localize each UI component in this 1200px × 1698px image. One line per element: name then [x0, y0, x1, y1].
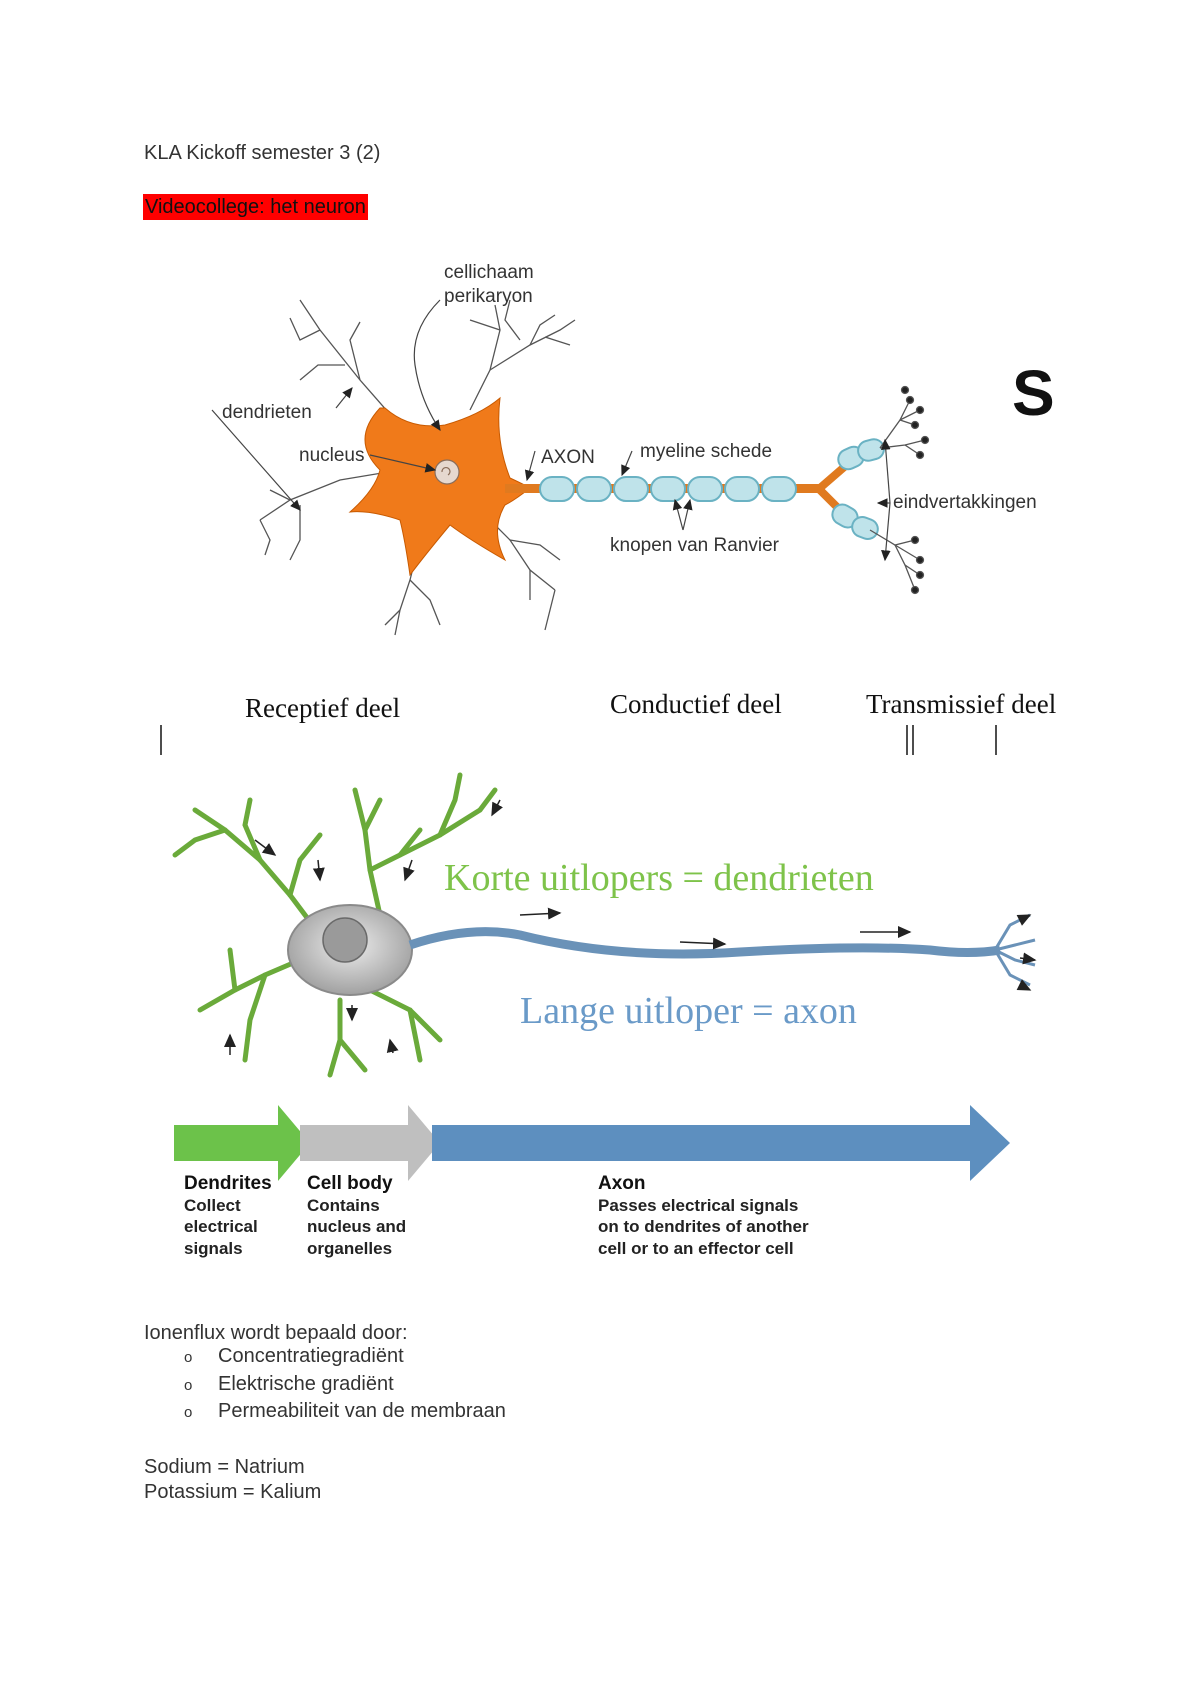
- caption-dendrites-line: signals: [184, 1239, 243, 1258]
- section-heading-highlighted: Videocollege: het neuron: [143, 194, 368, 220]
- caption-axon-line: cell or to an effector cell: [598, 1239, 794, 1258]
- caption-axon-line: on to dendrites of another: [598, 1217, 809, 1236]
- term-potassium: Potassium = Kalium: [144, 1481, 322, 1503]
- caption-axon-title: Axon: [598, 1173, 646, 1194]
- label-myelin-sheath: myeline schede: [640, 441, 772, 462]
- soma-orange: [348, 396, 531, 577]
- figure-2-neuron-parts: Receptief deel Conductief deel Transmiss…: [160, 689, 1056, 1258]
- label-nodes-of-ranvier: knopen van Ranvier: [610, 535, 780, 556]
- dendrite-branches-1: [259, 299, 576, 636]
- axon-terminals: [869, 385, 930, 595]
- arrow-cell-body: [300, 1105, 440, 1181]
- list-item: o Concentratiegradiënt: [144, 1343, 506, 1371]
- caption-dendrites-line: Collect: [184, 1196, 241, 1215]
- cell-nucleus-gray: [322, 917, 368, 963]
- label-terminals: eindvertakkingen: [893, 492, 1037, 513]
- bullet-marker: o: [184, 1376, 193, 1394]
- blue-axon: [408, 927, 1001, 959]
- caption-cell-body-line: Contains: [307, 1196, 380, 1215]
- arrow-dendrites: [174, 1105, 310, 1181]
- label-perikaryon: perikaryon: [444, 286, 533, 307]
- annotation-long-extension: Lange uitloper = axon: [520, 990, 857, 1032]
- caption-cell-body-line: nucleus and: [307, 1217, 406, 1236]
- caption-dendrites-line: electrical: [184, 1217, 258, 1236]
- term-sodium: Sodium = Natrium: [144, 1456, 305, 1478]
- bullet-marker: o: [184, 1404, 193, 1421]
- list-item: o Elektrische gradiënt: [144, 1371, 506, 1399]
- figure-1-neuron-diagram: cellichaam perikaryon dendrieten nucleus…: [211, 262, 1055, 636]
- heading-conductive: Conductief deel: [610, 689, 782, 719]
- nucleus: [434, 459, 460, 485]
- list-item-text: Elektrische gradiënt: [218, 1372, 394, 1395]
- list-item-text: Permeabiliteit van de membraan: [218, 1400, 506, 1422]
- blue-axon-terminals: [993, 913, 1036, 987]
- myelin-sheath-segments: [539, 438, 885, 541]
- list-item-text: Concentratiegradiënt: [218, 1345, 404, 1367]
- list-item: o Permeabiliteit van de membraan: [144, 1398, 506, 1426]
- caption-cell-body-line: organelles: [307, 1239, 392, 1258]
- annotation-short-extensions: Korte uitlopers = dendrieten: [444, 857, 874, 899]
- corner-letter: S: [1012, 357, 1055, 429]
- document-title: KLA Kickoff semester 3 (2): [144, 142, 381, 164]
- bullet-marker: o: [184, 1349, 193, 1366]
- heading-receptive: Receptief deel: [245, 693, 400, 723]
- green-dendrites: [172, 772, 498, 1078]
- heading-transmissive: Transmissief deel: [866, 689, 1056, 719]
- ion-flux-intro: Ionenflux wordt bepaald door:: [144, 1322, 408, 1344]
- caption-dendrites-title: Dendrites: [184, 1173, 272, 1194]
- label-cell-body: cellichaam: [444, 262, 534, 283]
- label-dendrites: dendrieten: [222, 402, 312, 423]
- arrow-axon: [432, 1105, 1010, 1181]
- caption-axon-line: Passes electrical signals: [598, 1196, 798, 1215]
- caption-cell-body-title: Cell body: [307, 1173, 393, 1194]
- section-dividers: [160, 725, 997, 755]
- label-axon: AXON: [541, 447, 595, 468]
- label-nucleus: nucleus: [299, 445, 365, 466]
